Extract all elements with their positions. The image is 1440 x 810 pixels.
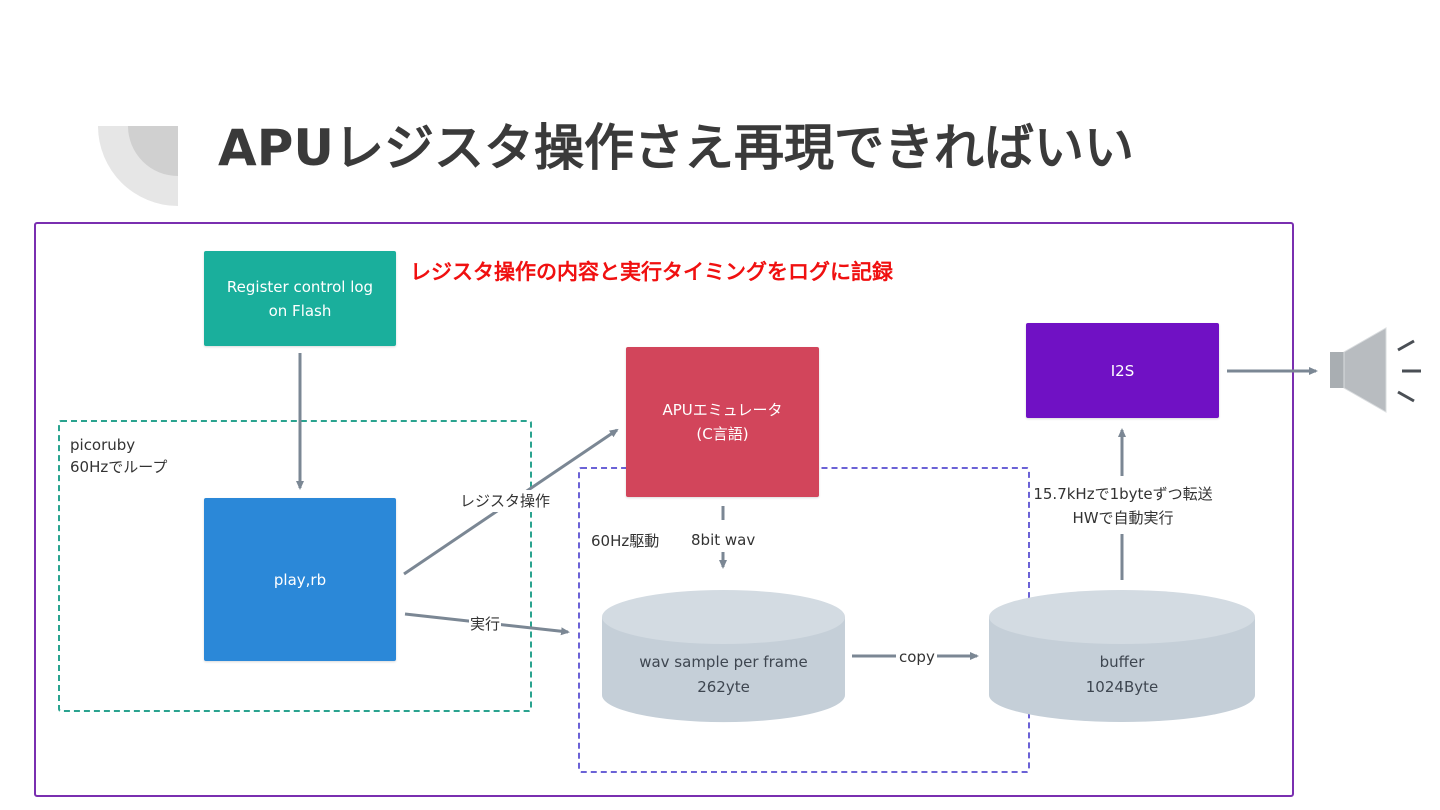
picoruby-line2: 60Hzでループ — [70, 458, 168, 476]
transfer-line2: HWで自動実行 — [1072, 509, 1174, 527]
decorative-accent — [98, 126, 178, 206]
picoruby-line1: picoruby — [70, 436, 136, 454]
picoruby-group-label: picoruby 60Hzでループ — [70, 434, 167, 478]
edge-label-copy: copy — [899, 648, 935, 666]
transfer-line1: 15.7kHzで1byteずつ転送 — [1033, 485, 1213, 503]
wav-buffer-cylinder — [602, 590, 845, 723]
i2s-box: I2S — [1026, 323, 1219, 418]
annotation-log-note: レジスタ操作の内容と実行タイミングをログに記録 — [410, 260, 893, 284]
edge-label-transfer: 15.7kHzで1byteずつ転送 HWで自動実行 — [1022, 482, 1224, 530]
apu-emulator-line2: (C言語) — [696, 425, 749, 443]
edge-label-execute: 実行 — [469, 613, 502, 635]
edge-label-8bit-wav: 8bit wav — [691, 531, 756, 549]
speaker-icon — [1330, 327, 1421, 413]
register-log-line2: on Flash — [268, 301, 332, 320]
wav-buffer-label: wav sample per frame 262yte — [602, 650, 845, 700]
buffer-label: buffer 1024Byte — [989, 650, 1255, 700]
buffer-line2: 1024Byte — [1085, 678, 1159, 696]
apu-emulator-box: APUエミュレータ (C言語) — [626, 347, 819, 497]
apu-emulator-line1: APUエミュレータ — [662, 401, 783, 419]
play-rb-box: play,rb — [204, 498, 396, 661]
diagram-frame — [34, 222, 1294, 797]
buffer-line1: buffer — [1099, 653, 1145, 671]
register-log-box: Register control log on Flash — [204, 251, 396, 346]
slide-title: APUレジスタ操作さえ再現できればいい — [218, 119, 1134, 177]
wav-buffer-line1: wav sample per frame — [639, 653, 808, 671]
play-rb-label: play,rb — [273, 570, 327, 589]
register-log-line1: Register control log — [226, 277, 374, 296]
drive-group-label: 60Hz駆動 — [591, 532, 660, 550]
picoruby-group — [58, 420, 532, 712]
buffer-cylinder — [989, 590, 1255, 722]
i2s-label: I2S — [1110, 361, 1135, 380]
edge-label-register-op: レジスタ操作 — [459, 490, 552, 512]
wav-buffer-line2: 262yte — [697, 678, 750, 696]
